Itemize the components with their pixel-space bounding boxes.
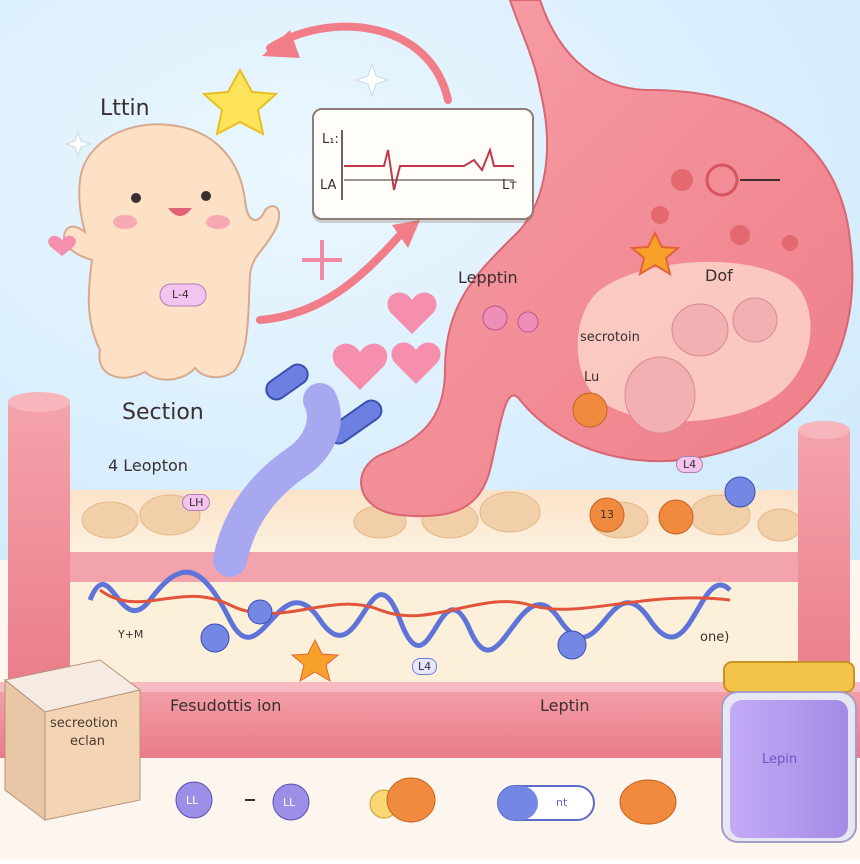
right-vessel (798, 425, 850, 705)
label-one: one) (700, 630, 730, 645)
stomach-spots (651, 169, 798, 251)
middle-curved-arrow (256, 231, 404, 324)
capsule-label: nt (556, 796, 568, 809)
graph-label-right-bottom: Lт (502, 178, 517, 193)
graph-label-left-bottom: LA (320, 178, 337, 193)
label-leptin-bottom: Leptin (540, 696, 590, 715)
blue-spheres (200, 476, 756, 660)
blue-capsules (265, 363, 383, 445)
label-secrotoin: secrotoin (580, 330, 640, 345)
character-badge (159, 283, 207, 307)
stomach-cells (624, 297, 778, 434)
bottom-pill-1-label: LL (186, 794, 199, 807)
label-leopton: 4 Leopton (108, 456, 188, 475)
bottom-orange-1 (386, 777, 436, 823)
bottom-vessel (0, 682, 860, 758)
label-ytm: Y+M (118, 628, 144, 641)
graph-card: L₁: LA Lт (312, 108, 534, 220)
label-fesudottis: Fesudottis ion (170, 696, 282, 715)
top-curved-arrow (266, 22, 452, 104)
pill-13: 13 (600, 508, 614, 521)
orange-star (290, 638, 340, 683)
membrane-band (70, 552, 800, 582)
left-vessel (8, 398, 70, 698)
label-section: Section (122, 400, 204, 425)
pink-spheres (482, 305, 539, 333)
crate-label-line1: secreotion (50, 716, 118, 731)
cute-character (48, 123, 281, 381)
hearts (332, 292, 441, 390)
character-badge-label: L-4 (172, 288, 189, 301)
label-lu: Lu (584, 370, 600, 385)
pill-l4: L4 (676, 456, 704, 473)
orange-spheres (589, 497, 694, 535)
stomach-ring (705, 163, 739, 197)
jar-label: Lepin (762, 752, 798, 767)
label-lepptin: Lepptin (458, 268, 518, 287)
bottom-orange-2 (619, 779, 677, 825)
label-dof: Dof (705, 266, 733, 285)
yellow-star (201, 67, 279, 136)
pink-plus (302, 240, 342, 280)
bottom-pill-2-label: LL (283, 796, 296, 809)
graph-trace (341, 130, 514, 200)
crate-label-line2: eclan (70, 734, 105, 749)
orange-dot-stomach (572, 392, 608, 428)
leptin-jar (721, 661, 857, 843)
graph-label-left-top: L₁: (322, 132, 339, 147)
star-burst (629, 230, 681, 277)
bottom-pill-1 (175, 781, 213, 819)
receptor-tube (213, 383, 341, 577)
label-lttin: Lttin (100, 96, 150, 121)
sugar-crate (3, 659, 142, 821)
bottom-pill-2 (272, 783, 310, 821)
blue-strand-1 (87, 569, 732, 653)
pill-l4-lower: L4 (412, 658, 438, 675)
red-strand (99, 588, 731, 618)
pill-lh: LH (182, 494, 211, 511)
